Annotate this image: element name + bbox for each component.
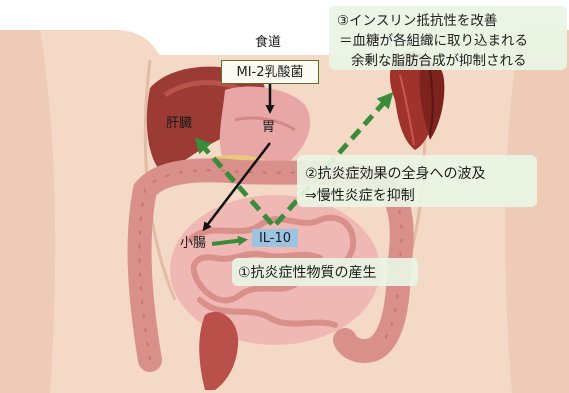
step2-note: ②抗炎症効果の全身への波及 ⇒慢性炎症を抑制 <box>297 155 537 207</box>
label-stomach: 胃 <box>262 121 275 134</box>
step3-line1: ③インスリン抵抗性を改善 <box>337 11 567 31</box>
step3-note: ③インスリン抵抗性を改善 ＝血糖が各組織に取り込まれる 余剰な脂肪合成が抑制され… <box>329 6 567 70</box>
label-small-intestine: 小腸 <box>180 237 206 250</box>
label-esophagus: 食道 <box>255 36 281 49</box>
step3-line3: 余剰な脂肪合成が抑制される <box>337 51 567 71</box>
step2-line1: ②抗炎症効果の全身への波及 <box>305 163 537 185</box>
label-liver: 肝臓 <box>166 117 192 130</box>
step2-line2: ⇒慢性炎症を抑制 <box>305 185 537 207</box>
bacteria-box: MI-2乳酸菌 <box>221 60 319 84</box>
il10-box: IL-10 <box>252 229 298 247</box>
step3-line2: ＝血糖が各組織に取り込まれる <box>337 31 567 51</box>
arm-right <box>505 30 569 393</box>
arm-left <box>0 30 55 393</box>
step1-note: ①抗炎症性物質の産生 <box>232 258 418 286</box>
step1-text: ①抗炎症性物質の産生 <box>238 262 377 282</box>
